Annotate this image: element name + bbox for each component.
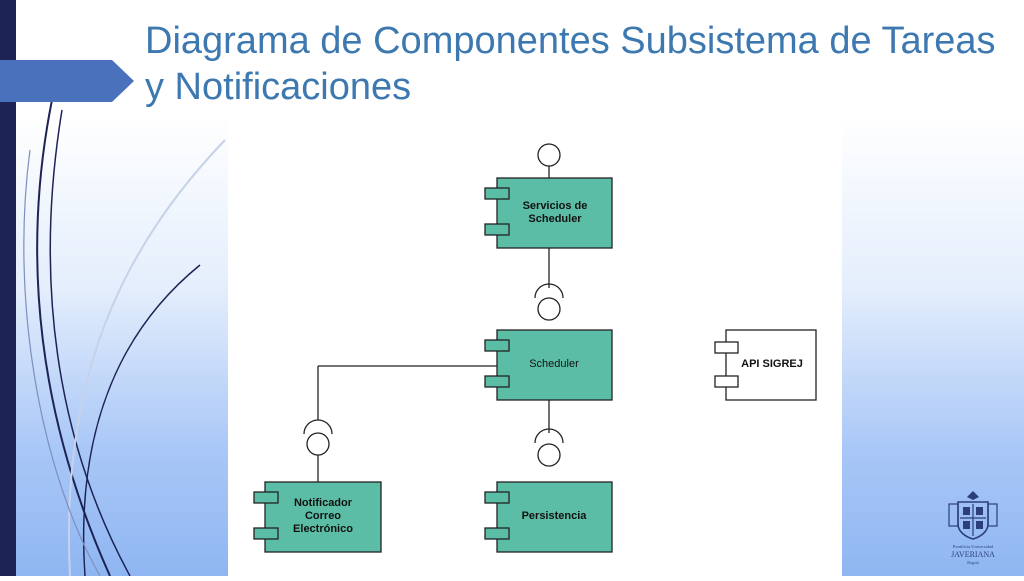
diagram-canvas: Servicios de Scheduler Scheduler Notific… bbox=[228, 118, 842, 576]
component-label-line1: Notificador bbox=[294, 497, 353, 509]
component-diagram: Servicios de Scheduler Scheduler Notific… bbox=[253, 143, 817, 553]
logo-line2: JAVERIANA bbox=[951, 550, 995, 559]
slide-title: Diagrama de Componentes Subsistema de Ta… bbox=[145, 20, 996, 108]
component-scheduler[interactable]: Scheduler bbox=[484, 329, 613, 401]
logo-line1: Pontificia Universidad bbox=[953, 544, 994, 549]
logo-line3: Bogotá bbox=[967, 560, 979, 565]
required-interface-socket-servicios bbox=[534, 283, 564, 299]
required-interface-socket-scheduler bbox=[534, 428, 564, 444]
left-accent-bar bbox=[0, 0, 16, 576]
component-label-line2: Scheduler bbox=[528, 213, 582, 225]
crest-icon bbox=[948, 491, 998, 540]
component-persistencia[interactable]: Persistencia bbox=[484, 481, 613, 553]
component-label-line3: Electrónico bbox=[293, 523, 353, 535]
provided-interface-notificador bbox=[306, 432, 330, 456]
provided-interface-persistencia bbox=[537, 443, 561, 467]
javeriana-logo: Pontificia Universidad JAVERIANA Bogotá bbox=[948, 491, 998, 565]
component-notificador-correo[interactable]: Notificador Correo Electrónico bbox=[253, 481, 382, 553]
title-arrow-shape bbox=[0, 60, 134, 102]
provided-interface-servicios bbox=[537, 143, 561, 167]
component-api-sigrej[interactable]: API SIGREJ bbox=[714, 329, 817, 401]
component-label: API SIGREJ bbox=[741, 358, 803, 370]
decorative-swoosh-lines bbox=[23, 99, 226, 576]
required-interface-socket-notificador bbox=[303, 419, 333, 435]
component-servicios-de-scheduler[interactable]: Servicios de Scheduler bbox=[484, 177, 613, 249]
component-label: Scheduler bbox=[529, 358, 579, 370]
component-label: Persistencia bbox=[522, 510, 588, 522]
component-label-line1: Servicios de bbox=[523, 200, 588, 212]
connector-lines bbox=[317, 166, 550, 482]
component-label-line2: Correo bbox=[305, 510, 341, 522]
provided-interface-scheduler-top bbox=[537, 297, 561, 321]
